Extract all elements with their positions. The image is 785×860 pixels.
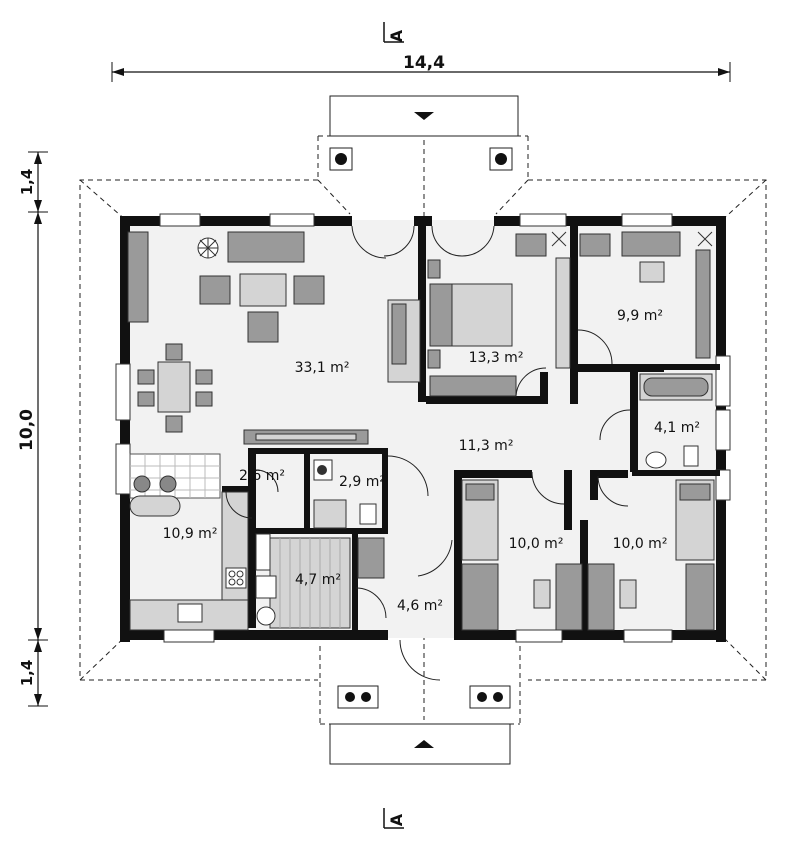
- room-area-vestibule: 4,6 m²: [397, 598, 443, 614]
- small-bedroom-furniture: [621, 231, 713, 359]
- room-area-kitchen: 10,9 m²: [163, 526, 218, 542]
- room-area-bedroom-small: 9,9 m²: [617, 308, 663, 324]
- section-marker-top: A: [383, 22, 406, 43]
- section-label-bottom: A: [387, 813, 406, 826]
- dimension-porch-top: 1,4: [18, 169, 36, 196]
- room-area-bedroom-left: 10,0 m²: [509, 536, 564, 552]
- bottom-bedroom-furniture: [461, 479, 715, 631]
- room-area-wc: 2,9 m²: [339, 474, 385, 490]
- dimension-porch-bottom: 1,4: [18, 660, 36, 687]
- section-label-top: A: [387, 29, 406, 42]
- dimension-height: 10,0: [17, 409, 37, 451]
- dimension-lines: [28, 62, 731, 707]
- room-area-pantry: 2,6 m²: [239, 468, 285, 484]
- section-marker-bottom: A: [383, 808, 406, 829]
- utility-fixtures: [255, 533, 385, 629]
- room-area-hall: 11,3 m²: [459, 438, 514, 454]
- room-area-living: 33,1 m²: [295, 360, 350, 376]
- living-furniture: [127, 231, 421, 445]
- doors: [225, 225, 631, 681]
- room-area-bath: 4,1 m²: [654, 420, 700, 436]
- kitchen-fixtures: [129, 453, 249, 631]
- master-bedroom-furniture: [427, 231, 611, 397]
- bath-fixtures: [639, 373, 713, 469]
- porch-bottom: [319, 646, 521, 765]
- room-area-bedroom-master: 13,3 m²: [469, 350, 524, 366]
- wc-fixtures: [313, 459, 377, 529]
- windows: [115, 213, 731, 643]
- dimension-width: 14,4: [403, 53, 445, 73]
- room-area-bedroom-right: 10,0 m²: [613, 536, 668, 552]
- interior-walls: [222, 226, 720, 640]
- room-area-utility: 4,7 m²: [295, 572, 341, 588]
- porch-top: [317, 95, 529, 215]
